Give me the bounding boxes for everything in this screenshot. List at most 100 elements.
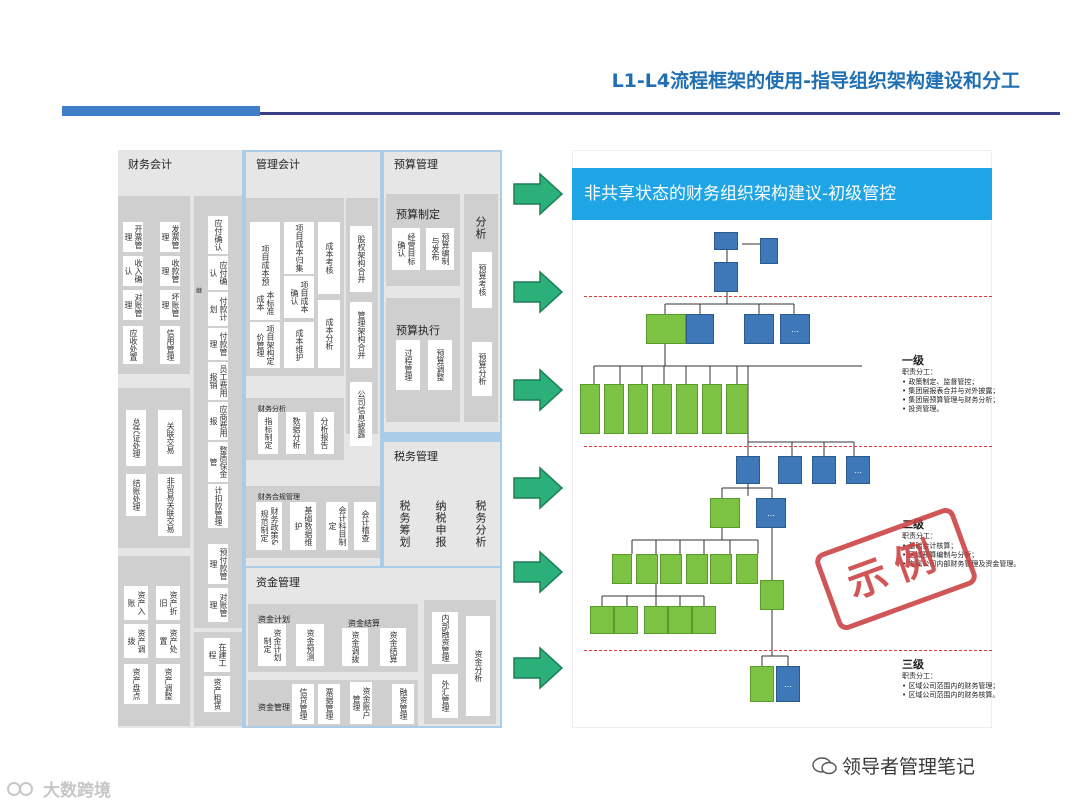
- process-box: 收入确认: [123, 256, 143, 286]
- process-box: 资产入账: [124, 586, 148, 620]
- process-box: 坏账管理: [160, 290, 180, 320]
- process-box: 票据管理: [318, 684, 340, 724]
- process-box: 资产折旧: [156, 586, 180, 620]
- process-box: 基础数据维护: [290, 502, 316, 550]
- logo-icon: [7, 782, 33, 796]
- process-box: 成本考核: [318, 222, 340, 294]
- process-box: 财务政策&规范制定: [256, 502, 282, 550]
- process-box: 整质保金管: [208, 442, 228, 482]
- org-node: [660, 554, 682, 584]
- level-item: • 区域公司范围内的财务管理；: [902, 682, 1000, 690]
- treasury-label: 资金管理: [256, 576, 300, 589]
- org-node: [812, 456, 836, 484]
- org-node: [736, 456, 760, 484]
- process-box: 预算考核: [472, 252, 492, 308]
- org-node: [692, 606, 716, 634]
- process-box: 本标准成本: [250, 286, 280, 320]
- process-box: 应收处置: [123, 326, 143, 364]
- treasury-settle-label: 资金结算: [348, 619, 380, 628]
- process-box: 总凭证处理: [126, 410, 146, 466]
- process-box: 对账管理: [123, 290, 143, 320]
- compliance-label: 财务合规管理: [258, 493, 300, 501]
- process-box: 分析报告: [314, 412, 334, 454]
- process-box: 融资管理: [392, 684, 414, 724]
- right-arrow-icon: [513, 368, 564, 412]
- right-arrow-icon: [513, 172, 564, 216]
- org-node: [668, 606, 692, 634]
- org-node: [590, 606, 614, 634]
- process-box: 预算分析: [472, 342, 492, 396]
- level-divider: [584, 650, 992, 651]
- level-name: 一级: [902, 354, 924, 367]
- level-duty: 职责分工：: [902, 368, 937, 376]
- right-arrow-icon: [513, 646, 564, 690]
- level-item: • 投资管理。: [902, 405, 944, 413]
- org-node: [702, 384, 722, 434]
- process-box: 应付确认: [208, 216, 228, 254]
- process-box: 结账处理: [126, 474, 146, 516]
- org-node: [760, 238, 778, 264]
- process-box: 项目成本确认: [284, 276, 314, 318]
- org-node: [726, 384, 748, 434]
- level-duty: 职责分工：: [902, 532, 937, 540]
- process-box: 资产处置: [156, 624, 180, 658]
- org-node: [710, 554, 732, 584]
- level-duty: 职责分工：: [902, 672, 937, 680]
- org-chart-panel: [572, 150, 992, 728]
- org-node: …: [846, 456, 870, 484]
- budget-label: 预算管理: [394, 158, 438, 171]
- process-box: 资金调拨: [342, 628, 368, 666]
- financial-accounting-label: 财务会计: [128, 158, 172, 171]
- process-box: 应商费用报: [208, 402, 228, 440]
- process-box: 资金计划制定: [258, 624, 286, 666]
- org-node: [636, 554, 658, 584]
- level-name: 三级: [902, 658, 924, 671]
- watermark-left-text: 大数跨境: [43, 781, 111, 801]
- process-box: 项目成本归集: [284, 222, 314, 274]
- org-node: [604, 384, 624, 434]
- budget-analysis-label: 分析: [474, 216, 487, 240]
- slide-title: L1-L4流程框架的使用-指导组织架构建设和分工: [611, 70, 1020, 92]
- process-box: 经营目标确认: [392, 228, 420, 270]
- process-box: 管理架构合并: [350, 302, 372, 368]
- org-node: [652, 384, 672, 434]
- process-box: 计扣款管理: [208, 484, 228, 528]
- level-name: 二级: [902, 518, 924, 531]
- org-node: [744, 314, 774, 344]
- process-box: 应付确认: [208, 256, 228, 290]
- org-node: [778, 456, 802, 484]
- org-node: [714, 232, 738, 250]
- process-box: 非贸易关联交易: [158, 474, 182, 536]
- process-box: 收款管理: [160, 256, 180, 286]
- tax-item: 税务分析: [474, 500, 487, 548]
- org-chart-connectors: [593, 243, 862, 666]
- process-box: 关联交易: [158, 410, 182, 466]
- org-node: [614, 606, 638, 634]
- title-underline: [260, 112, 1060, 115]
- process-box: 发票管理: [160, 222, 180, 252]
- budget-execute-label: 预算执行: [396, 324, 440, 337]
- process-box: 会计稽查: [354, 502, 376, 550]
- org-chart-header: 非共享状态的财务组织架构建议-初级管控: [572, 168, 992, 220]
- watermark-right: 领导者管理笔记: [812, 752, 975, 779]
- org-node: [628, 384, 648, 434]
- org-node: [644, 606, 668, 634]
- process-box: 股权架构合并: [350, 226, 372, 292]
- org-node: [710, 498, 740, 528]
- level-item: • 区域公司范围内的财务核算。: [902, 691, 1000, 699]
- process-box: 外汇管理: [432, 674, 458, 718]
- budget-formulate-label: 预算制定: [396, 208, 440, 221]
- org-node: [750, 666, 774, 702]
- level-divider: [584, 296, 992, 297]
- level-item: • 集团层预算管理与财务分析；: [902, 396, 1000, 404]
- process-box: 数据分析: [286, 412, 306, 454]
- org-node: …: [776, 666, 800, 702]
- process-box: 成本维护: [284, 322, 314, 368]
- process-box: 公司信息披露: [350, 382, 372, 446]
- right-arrow-icon: [513, 550, 564, 594]
- process-box: 会计科目制定: [326, 502, 348, 550]
- watermark-left: 大数跨境: [6, 776, 111, 801]
- process-box: 开票管理: [123, 222, 143, 252]
- process-box: 内部融资管理: [432, 612, 458, 664]
- treasury-manage-label: 资金管理: [258, 703, 290, 712]
